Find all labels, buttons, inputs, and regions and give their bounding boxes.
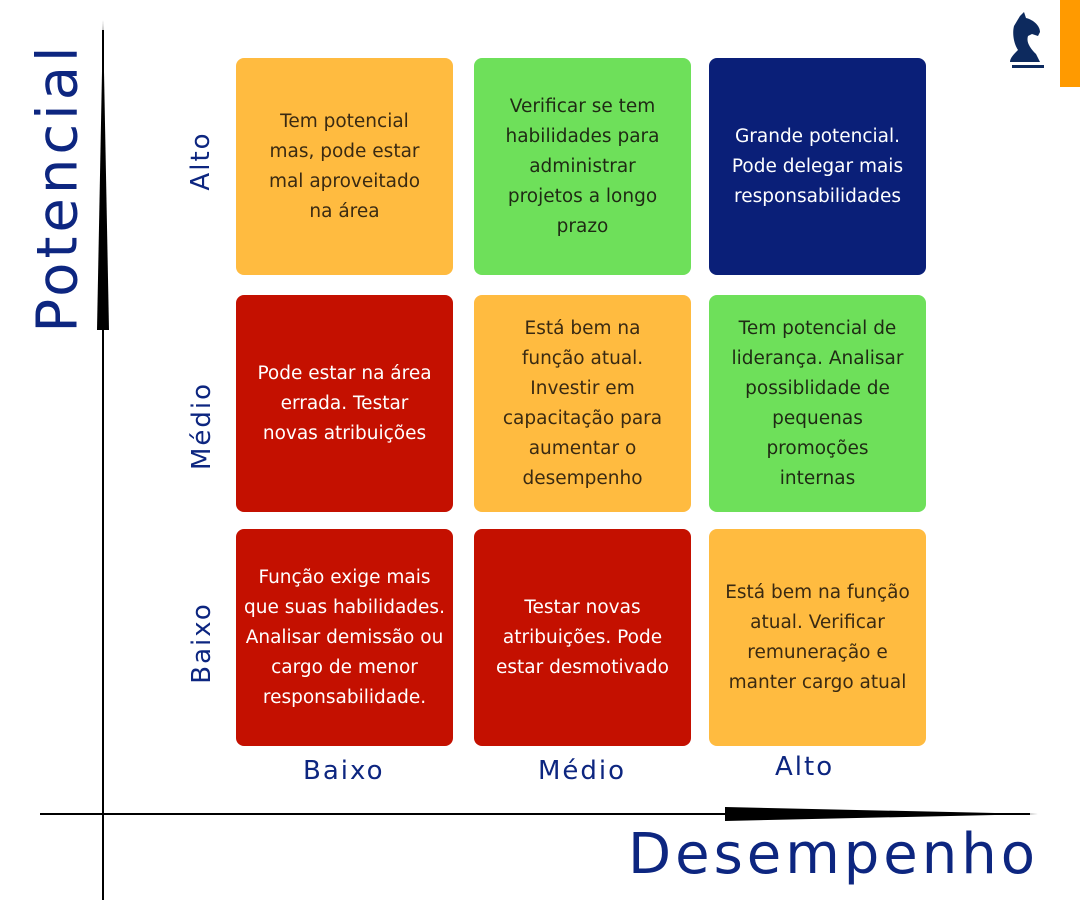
y-level-medio: Médio	[187, 381, 217, 471]
chess-knight-icon	[1010, 12, 1044, 68]
x-level-medio: Médio	[538, 756, 627, 786]
y-level-alto: Alto	[186, 131, 216, 191]
cell-baixo-alto: Está bem na função atual. Verificar remu…	[709, 529, 926, 746]
cell-baixo-medio: Testar novas atribuições. Pode estar des…	[474, 529, 691, 746]
x-level-baixo: Baixo	[303, 756, 385, 786]
cell-medio-alto: Tem potencial de liderança. Analisar pos…	[709, 295, 926, 512]
cell-alto-medio: Verificar se tem habilidades para admini…	[474, 58, 691, 275]
y-axis-title: Potencial	[25, 42, 91, 333]
x-level-alto: Alto	[775, 752, 835, 782]
y-level-baixo: Baixo	[187, 602, 217, 684]
cell-medio-medio: Está bem na função atual. Investir em ca…	[474, 295, 691, 512]
x-axis-title: Desempenho	[628, 822, 1039, 887]
x-axis-arrow	[725, 807, 1038, 821]
cell-medio-baixo: Pode estar na área errada. Testar novas …	[236, 295, 453, 512]
logo-orange-bar	[1060, 0, 1080, 87]
cell-alto-alto: Grande potencial. Pode delegar mais resp…	[709, 58, 926, 275]
cell-alto-baixo: Tem potencial mas, pode estar mal aprove…	[236, 58, 453, 275]
y-axis-arrow	[97, 20, 109, 330]
cell-baixo-baixo: Função exige mais que suas habilidades. …	[236, 529, 453, 746]
